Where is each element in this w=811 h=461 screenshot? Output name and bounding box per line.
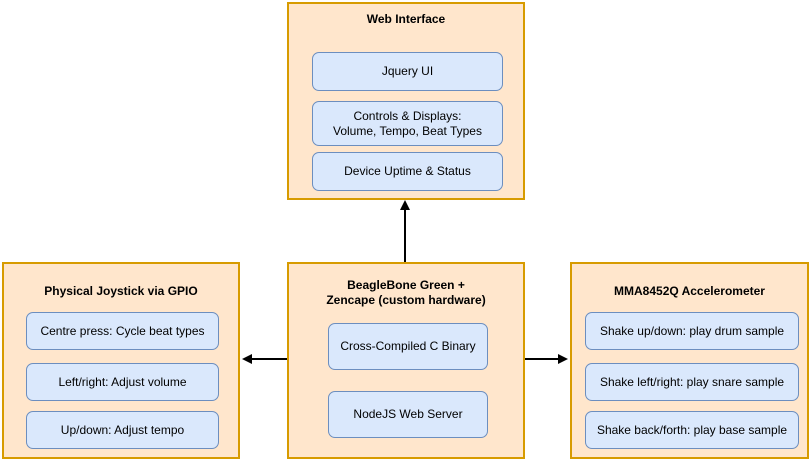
group-title-physical-joystick: Physical Joystick via GPIO — [44, 284, 198, 298]
group-title-web-interface: Web Interface — [366, 12, 446, 26]
group-accelerometer: MMA8452Q Accelerometer Shake up/down: pl… — [570, 262, 809, 459]
edge-to-web-interface — [404, 208, 406, 262]
node-up-down-tempo: Up/down: Adjust tempo — [26, 411, 219, 449]
node-left-right-volume: Left/right: Adjust volume — [26, 363, 219, 401]
node-centre-press: Centre press: Cycle beat types — [26, 312, 219, 350]
group-title-accelerometer: MMA8452Q Accelerometer — [614, 284, 765, 298]
node-controls-displays: Controls & Displays: Volume, Tempo, Beat… — [312, 101, 503, 146]
node-shake-back-forth: Shake back/forth: play base sample — [585, 411, 799, 449]
group-physical-joystick: Physical Joystick via GPIO Centre press:… — [2, 262, 240, 459]
node-device-uptime-status: Device Uptime & Status — [312, 152, 503, 191]
arrowhead-up-icon — [400, 200, 410, 210]
group-beaglebone-zencape: BeagleBone Green + Zencape (custom hardw… — [287, 262, 525, 459]
node-cross-compiled-c-binary: Cross-Compiled C Binary — [328, 323, 488, 370]
edge-to-joystick — [251, 358, 287, 360]
group-title-beaglebone-zencape: BeagleBone Green + Zencape (custom hardw… — [326, 278, 486, 307]
arrowhead-left-icon — [242, 354, 252, 364]
node-jquery-ui: Jquery UI — [312, 52, 503, 91]
node-shake-up-down: Shake up/down: play drum sample — [585, 312, 799, 350]
node-shake-left-right: Shake left/right: play snare sample — [585, 363, 799, 401]
group-web-interface: Web Interface Jquery UI Controls & Displ… — [287, 2, 525, 200]
edge-to-accelerometer — [525, 358, 559, 360]
node-nodejs-web-server: NodeJS Web Server — [328, 391, 488, 438]
arrowhead-right-icon — [558, 354, 568, 364]
